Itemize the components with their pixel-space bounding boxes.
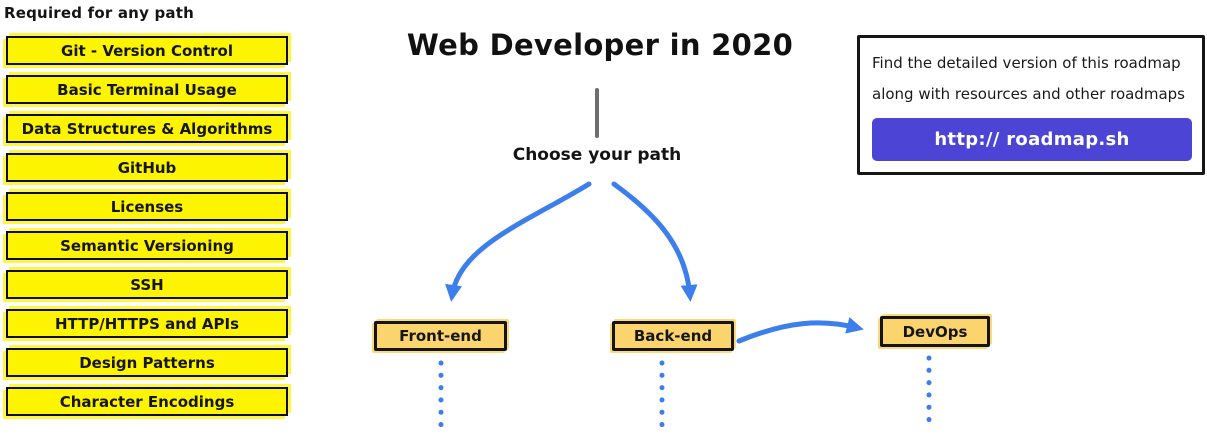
info-text-line1: Find the detailed version of this roadma…: [872, 54, 1181, 72]
topic-ssh[interactable]: SSH: [6, 270, 288, 299]
topic-github[interactable]: GitHub: [6, 153, 288, 182]
node-devops[interactable]: DevOps: [880, 316, 990, 347]
topic-http-https-apis[interactable]: HTTP/HTTPS and APIs: [6, 309, 288, 338]
topic-licenses[interactable]: Licenses: [6, 192, 288, 221]
topic-git[interactable]: Git - Version Control: [6, 36, 288, 65]
node-frontend[interactable]: Front-end: [374, 321, 507, 351]
info-box: Find the detailed version of this roadma…: [857, 35, 1205, 175]
topic-data-structures-algorithms[interactable]: Data Structures & Algorithms: [6, 114, 288, 143]
required-topics-list: Git - Version Control Basic Terminal Usa…: [6, 36, 288, 416]
topic-character-encodings[interactable]: Character Encodings: [6, 387, 288, 416]
required-path-heading: Required for any path: [4, 4, 194, 22]
node-backend[interactable]: Back-end: [612, 321, 734, 351]
choose-your-path-label: Choose your path: [512, 145, 682, 165]
page-title: Web Developer in 2020: [406, 28, 794, 62]
stem-line: [595, 88, 599, 138]
arrow-to-backend: [611, 181, 698, 302]
topic-design-patterns[interactable]: Design Patterns: [6, 348, 288, 377]
topic-basic-terminal-usage[interactable]: Basic Terminal Usage: [6, 75, 288, 104]
arrow-to-frontend: [445, 181, 592, 302]
info-text-line2: along with resources and other roadmaps: [872, 85, 1185, 103]
arrow-backend-to-devops: [736, 317, 864, 344]
topic-semantic-versioning[interactable]: Semantic Versioning: [6, 231, 288, 260]
roadmap-sh-link-button[interactable]: http:// roadmap.sh: [872, 118, 1192, 161]
